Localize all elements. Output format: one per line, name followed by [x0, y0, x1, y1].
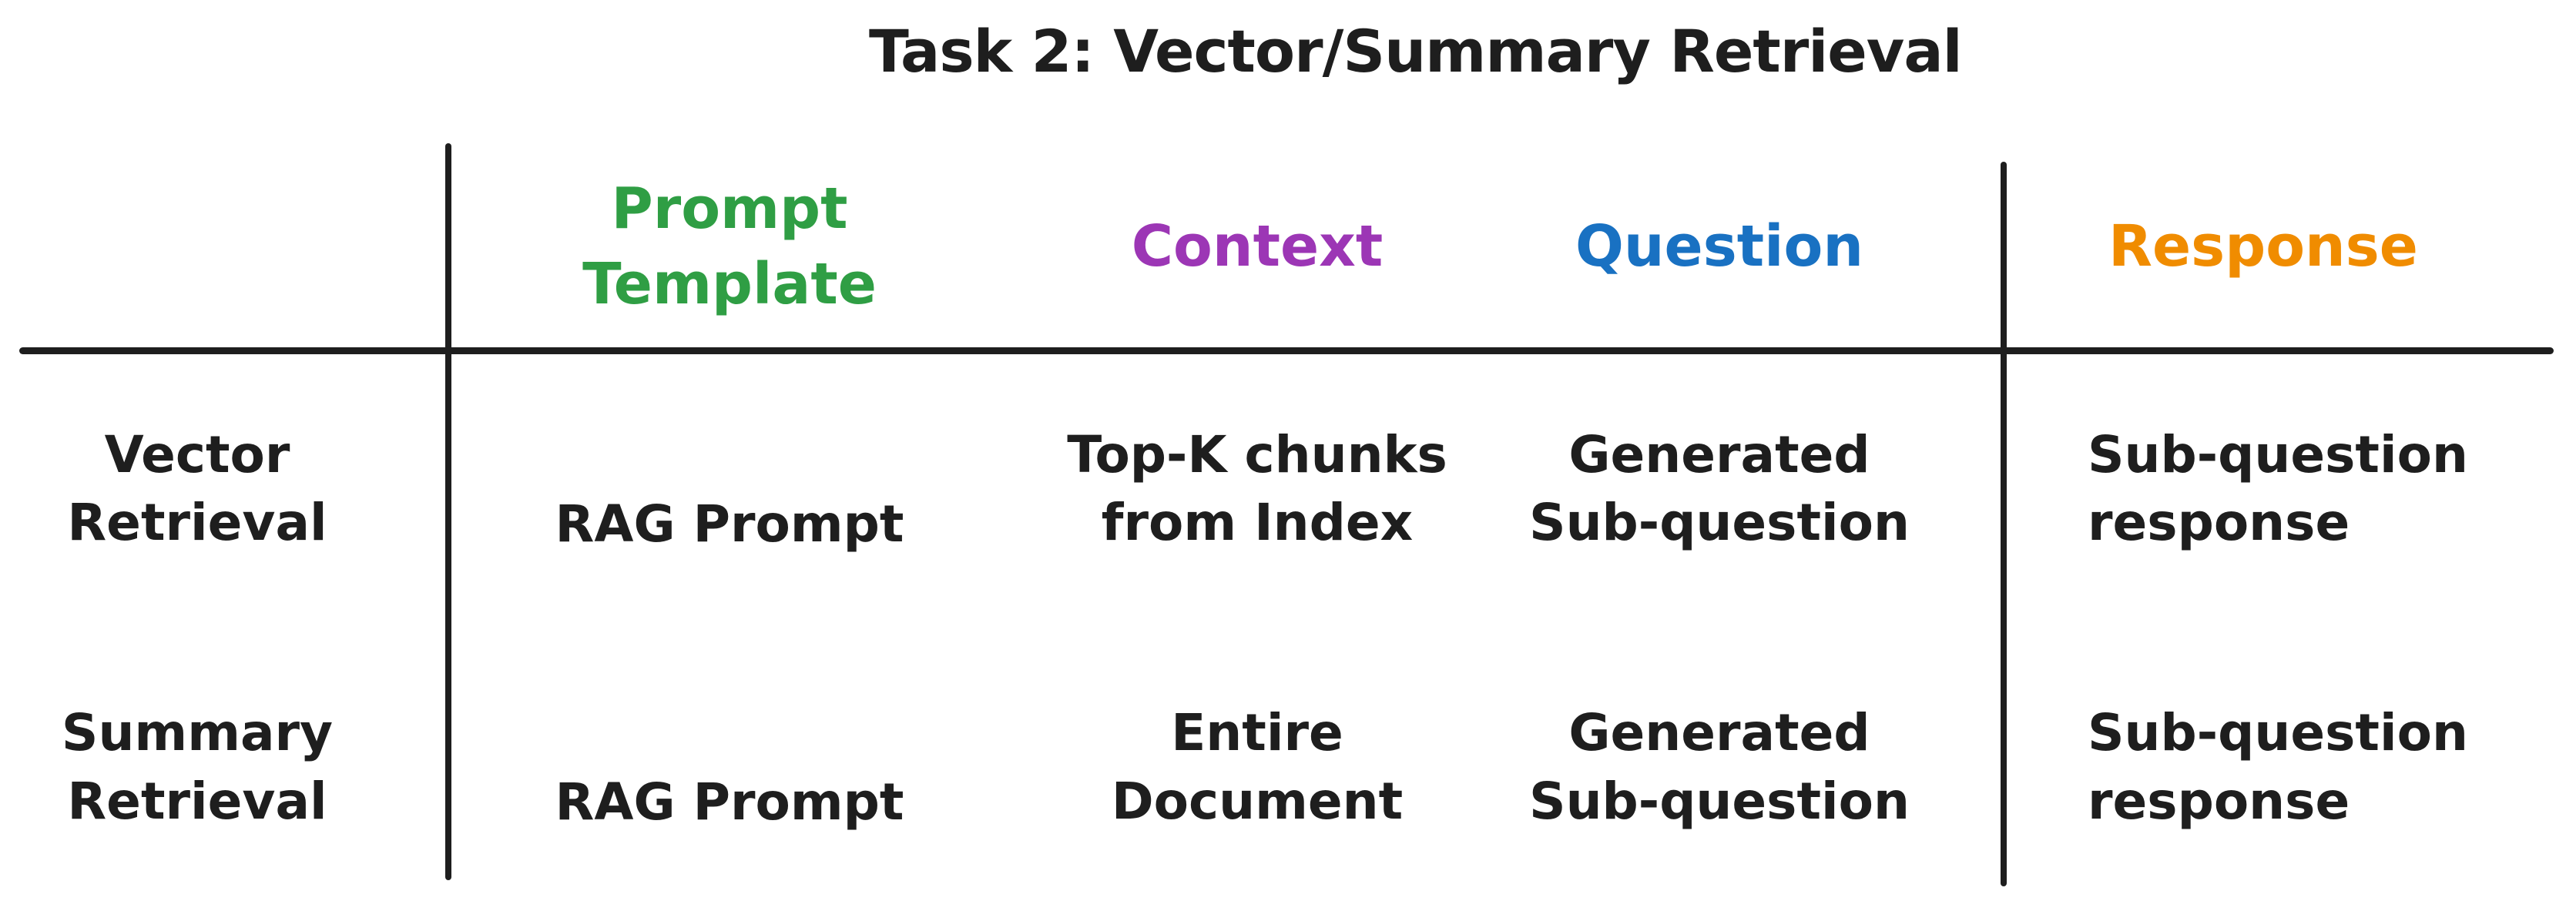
row-label-divider-line	[445, 143, 451, 880]
cell-line: response	[2088, 493, 2350, 552]
cell-summary-context: Entire Document	[1011, 628, 1550, 907]
header-corner-empty	[0, 143, 448, 350]
cell-line: from Index	[1101, 493, 1414, 552]
row-label-line: Retrieval	[67, 493, 327, 552]
column-header-context: Context	[1011, 143, 1550, 350]
cell-line: Generated	[1568, 703, 1870, 763]
cell-line: response	[2088, 771, 2350, 831]
row-label-line: Vector	[104, 424, 290, 484]
header-line: Question	[1575, 213, 1864, 280]
cell-line: Sub-question	[2088, 703, 2468, 763]
row-label-summary-retrieval: Summary Retrieval	[0, 628, 448, 907]
cell-vector-response: Sub-question response	[2004, 350, 2576, 628]
response-column-divider-line	[2001, 162, 2007, 886]
header-divider-line	[19, 347, 2554, 354]
cell-line: Document	[1111, 771, 1404, 831]
column-header-prompt-template: Prompt Template	[448, 143, 1011, 350]
cell-summary-prompt-template: RAG Prompt	[448, 663, 1011, 911]
column-header-question: Question	[1550, 143, 2004, 350]
retrieval-table: Prompt Template Context Question Respons…	[0, 143, 2576, 907]
cell-vector-prompt-template: RAG Prompt	[448, 386, 1011, 663]
cell-line: Sub-question	[1529, 771, 1910, 831]
row-label-vector-retrieval: Vector Retrieval	[0, 350, 448, 628]
cell-line: RAG Prompt	[555, 772, 904, 832]
cell-line: Top-K chunks	[1067, 424, 1447, 484]
header-line: Response	[2108, 213, 2418, 280]
diagram-title: Task 2: Vector/Summary Retrieval	[869, 17, 1963, 85]
cell-line: Generated	[1568, 424, 1870, 484]
row-label-line: Summary	[61, 703, 334, 763]
row-label-line: Retrieval	[67, 771, 327, 831]
cell-line: Entire	[1171, 703, 1343, 763]
header-line: Template	[582, 250, 877, 317]
cell-line: RAG Prompt	[555, 494, 904, 554]
cell-summary-question: Generated Sub-question	[1529, 628, 2004, 907]
header-line: Prompt	[611, 175, 848, 242]
column-header-response: Response	[2004, 143, 2576, 350]
cell-vector-question: Generated Sub-question	[1529, 350, 2004, 628]
cell-line: Sub-question	[2088, 424, 2468, 484]
cell-line: Sub-question	[1529, 493, 1910, 552]
header-line: Context	[1131, 213, 1384, 280]
cell-vector-context: Top-K chunks from Index	[1011, 350, 1550, 628]
cell-summary-response: Sub-question response	[2004, 628, 2576, 907]
